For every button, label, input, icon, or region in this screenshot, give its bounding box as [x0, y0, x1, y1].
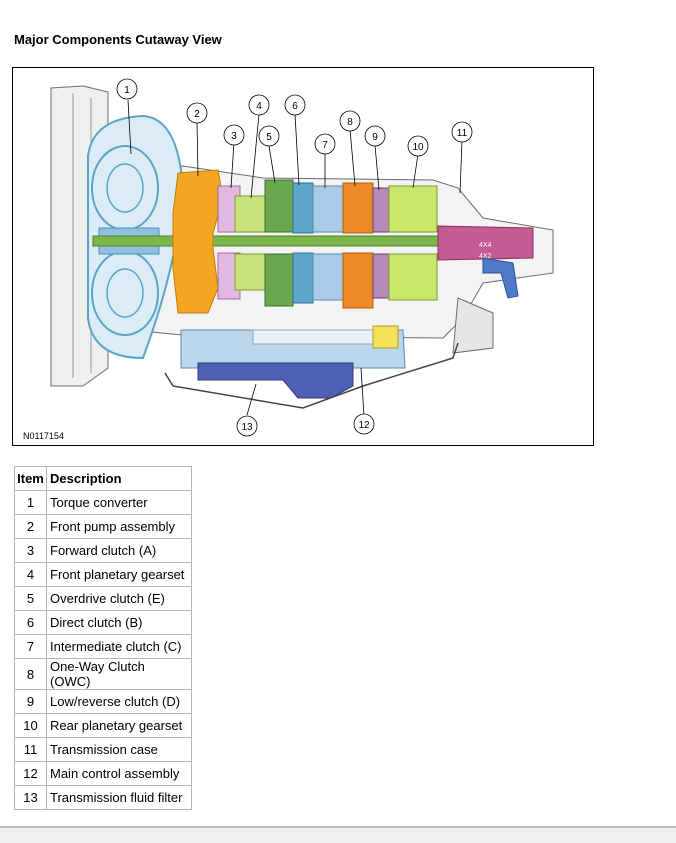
callout-2: 2	[186, 102, 208, 124]
intermediate-clutch-shape	[312, 185, 344, 301]
item-number: 1	[14, 490, 47, 515]
output-shaft	[437, 225, 534, 261]
header-item: Item	[14, 466, 47, 491]
item-number: 9	[14, 689, 47, 714]
item-number: 5	[14, 586, 47, 611]
item-description: Front planetary gearset	[46, 562, 192, 587]
main-shaft	[92, 235, 494, 247]
svg-text:6: 6	[292, 101, 298, 112]
item-description: One-Way Clutch (OWC)	[46, 658, 192, 690]
item-number: 8	[14, 658, 47, 690]
item-number: 7	[14, 634, 47, 659]
svg-text:10: 10	[412, 142, 424, 153]
item-description: Direct clutch (B)	[46, 610, 192, 635]
item-number: 12	[14, 761, 47, 786]
svg-text:12: 12	[358, 420, 370, 431]
transmission-cutaway-diagram: 4X4 4X2 1 2 3 4	[50, 78, 554, 437]
item-description: Transmission case	[46, 737, 192, 762]
item-description: Intermediate clutch (C)	[46, 634, 192, 659]
output-yoke	[482, 257, 519, 299]
4x4-label: 4X4	[479, 242, 492, 249]
pan-outline	[164, 342, 459, 409]
callout-9: 9	[364, 125, 386, 147]
callout-6: 6	[284, 94, 306, 116]
callout-8: 8	[339, 110, 361, 132]
fluid-filter-shape	[197, 362, 354, 399]
figure-id: N0117154	[23, 431, 64, 441]
leader-lines	[127, 99, 463, 417]
svg-text:4: 4	[256, 101, 262, 112]
svg-text:3: 3	[231, 131, 237, 142]
legend-header-row: Item Description	[14, 466, 192, 491]
page-title: Major Components Cutaway View	[14, 32, 222, 47]
callout-1: 1	[116, 78, 138, 100]
rear-planetary-shape	[388, 185, 438, 301]
svg-text:9: 9	[372, 132, 378, 143]
svg-text:5: 5	[266, 132, 272, 143]
4x2-label: 4X2	[479, 253, 492, 260]
item-description: Low/reverse clutch (D)	[46, 689, 192, 714]
svg-text:13: 13	[241, 422, 253, 433]
callout-10: 10	[407, 135, 429, 157]
callout-3: 3	[223, 124, 245, 146]
svg-text:2: 2	[194, 109, 200, 120]
item-description: Torque converter	[46, 490, 192, 515]
item-number: 4	[14, 562, 47, 587]
item-number: 13	[14, 785, 47, 810]
item-number: 10	[14, 713, 47, 738]
callout-7: 7	[314, 133, 336, 155]
callout-12: 12	[353, 413, 375, 435]
callouts: 1 2 3 4 5 6 7 8 9 10 11 12 13	[116, 78, 473, 437]
svg-text:11: 11	[457, 128, 468, 139]
item-number: 11	[14, 737, 47, 762]
item-number: 3	[14, 538, 47, 563]
item-description: Main control assembly	[46, 761, 192, 786]
svg-text:8: 8	[347, 117, 353, 128]
callout-5: 5	[258, 125, 280, 147]
footer-bar	[0, 826, 676, 843]
header-description: Description	[46, 466, 192, 491]
item-description: Rear planetary gearset	[46, 713, 192, 738]
item-description: Transmission fluid filter	[46, 785, 192, 810]
callout-4: 4	[248, 94, 270, 116]
item-description: Forward clutch (A)	[46, 538, 192, 563]
svg-text:1: 1	[124, 85, 130, 96]
cutaway-figure: 4X4 4X2 1 2 3 4	[12, 67, 594, 446]
item-description: Front pump assembly	[46, 514, 192, 539]
one-way-clutch-shape	[342, 182, 374, 309]
svg-text:7: 7	[322, 140, 328, 151]
item-description: Overdrive clutch (E)	[46, 586, 192, 611]
callout-11: 11	[451, 121, 473, 143]
callout-13: 13	[236, 415, 258, 437]
overdrive-clutch-shape	[264, 179, 294, 307]
item-number: 2	[14, 514, 47, 539]
item-number: 6	[14, 610, 47, 635]
